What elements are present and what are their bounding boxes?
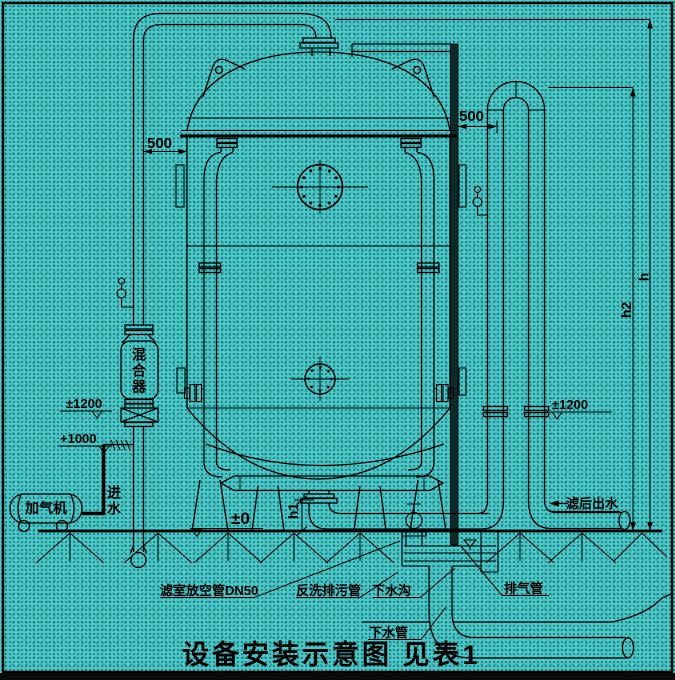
dim-500-right-label: 500 [459, 108, 485, 125]
vent-pipe-label: 滤室放空管DN50 [160, 583, 259, 598]
backwash-pipe-label: 反洗排污管 [296, 583, 362, 598]
air-cock [116, 277, 134, 308]
level-zero-label: ±0 [231, 509, 250, 528]
drawing-title: 设备安装示意图 见表1 [182, 640, 481, 670]
dim-h1-label: h1 [285, 502, 302, 520]
dim-h2-label: h2 [618, 301, 635, 319]
mixer-vessel [120, 324, 159, 405]
dim-h2 [548, 87, 636, 531]
dim-500-left [143, 148, 187, 155]
inlet-riser-pipe [129, 38, 148, 569]
filter-tank-shell [180, 51, 457, 480]
pipe-brackets [175, 164, 467, 396]
lifting-lugs [202, 58, 435, 98]
tank-internal-piping [198, 137, 440, 478]
level-marks [58, 410, 612, 538]
level-1200-right-label: ±1200 [552, 397, 589, 412]
dim-500-left-label: 500 [147, 135, 173, 152]
drainage-pit [401, 531, 499, 573]
dim-h-label: h [635, 272, 652, 282]
filtered-outlet-label: 滤后出水 [566, 496, 619, 511]
mixer-label: 混合器 [131, 347, 147, 395]
level-1000-label: +1000 [60, 431, 97, 446]
aerator-hose [82, 439, 134, 516]
butterfly-valve [120, 403, 159, 428]
exhaust-pipe-label: 排气管 [504, 581, 544, 596]
side-nozzles [183, 383, 455, 403]
manholes [272, 160, 368, 401]
dim-h [335, 19, 653, 531]
siphon-u-pipe [477, 80, 557, 530]
ground-hatching [35, 532, 668, 564]
sewer-pipe [362, 566, 672, 659]
inlet-label: 进水 [106, 485, 122, 517]
dim-h1 [294, 495, 314, 536]
gutter-label: 下水沟 [372, 583, 412, 598]
outlet-pipe [549, 500, 631, 531]
aerator-tank [9, 493, 83, 533]
backwash-valve [401, 503, 427, 547]
leader-lines [160, 511, 620, 640]
sampling-cock [472, 185, 488, 216]
inlet-top-pipe [132, 12, 339, 56]
drain-piping [300, 490, 489, 530]
dim-500-right [458, 120, 498, 133]
sewer-pipe-label: 下水管 [369, 625, 409, 640]
aerator-label: 加气机 [25, 500, 67, 516]
level-1200-left-label: ±1200 [66, 396, 103, 411]
